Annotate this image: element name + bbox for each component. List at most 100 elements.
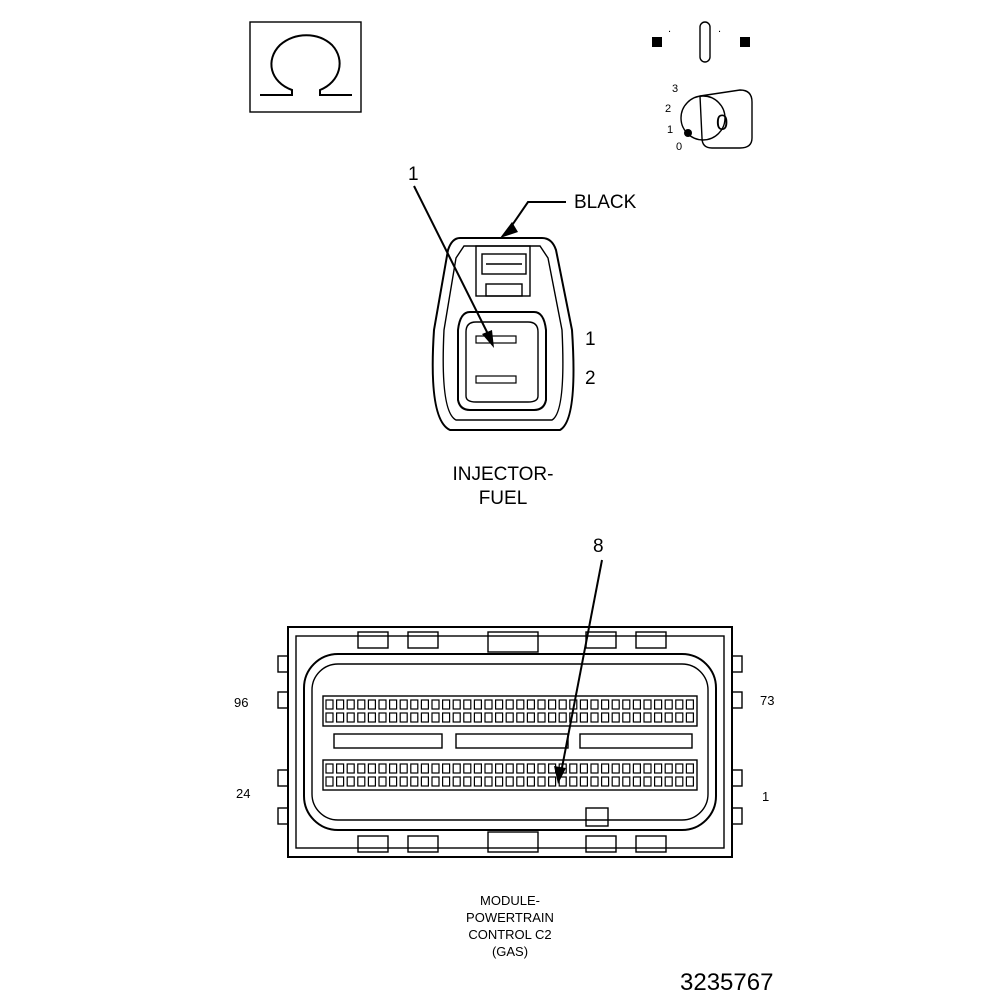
module-pin-cavity [336,763,345,774]
module-callout-number: 8 [593,536,604,557]
key-position-3: 3 [672,83,678,95]
module-pin-cavity [632,776,642,787]
svg-text:.: . [718,23,721,35]
module-pin-cavity [675,699,684,710]
module-pin-cavity [357,712,366,723]
module-pin-cavity [399,712,408,723]
module-pin-cavity [442,776,451,787]
module-pin-cavity [685,763,695,774]
module-pin-cavity [463,699,472,710]
module-pin-cavity [463,776,472,787]
module-title-line2: POWERTRAIN [466,910,554,925]
injector-pin-2 [475,375,517,384]
module-pin-cavity [643,699,652,710]
module-pin-cavity [452,763,461,774]
injector-callout-number: 1 [408,164,419,185]
module-pin-cavity [399,699,408,710]
module-pin-cavity [600,763,610,774]
module-pin-cavity [537,776,546,787]
module-pin-cavity [685,776,695,787]
module-pin-cavity [526,763,536,774]
module-pin-cavity [505,712,514,723]
module-pin-cavity [622,763,631,774]
module-pin-cavity [336,699,345,710]
module-pin-cavity [346,763,355,774]
figure-number: 3235767 [680,969,773,996]
module-pin-cavity [632,712,642,723]
module-pin-cavity [579,712,589,723]
module-pin-cavity [484,712,493,723]
module-pin-cavity [653,699,663,710]
module-pin-cavity [442,699,451,710]
module-pin-cavity [664,712,673,723]
module-title-line1: MODULE- [480,893,540,908]
module-pin-cavity [569,763,578,774]
module-pin-cavity [431,712,440,723]
module-pin-cavity [526,776,536,787]
svg-text:.: . [668,23,671,35]
module-pin-cavity [537,763,546,774]
module-pin-cavity [420,712,429,723]
module-pin-cavity [685,699,695,710]
module-pin-cavity [653,763,663,774]
module-pin-cavity [367,763,376,774]
module-title-line3: CONTROL C2 [468,927,551,942]
module-pin-cavity [643,712,652,723]
module-pin-label-bottom-right: 1 [762,789,769,804]
module-pin-cavity [558,712,567,723]
module-pin-cavity [579,776,589,787]
module-pin-cavity [611,763,620,774]
injector-pin-label-1: 1 [585,329,596,350]
module-pin-cavity [526,712,536,723]
module-pin-cavity [431,776,440,787]
injector-pin-label-2: 2 [585,368,596,389]
module-pin-cavity [505,776,514,787]
module-pin-label-top-right: 73 [760,693,774,708]
module-pin-cavity [367,712,376,723]
ignition-key-icon: . . 3 2 1 0 0 [652,21,753,153]
module-pin-cavity [505,763,514,774]
module-pin-label-top-left: 96 [234,695,248,710]
module-pin-cavity [611,712,620,723]
key-label: 0 [716,110,728,135]
module-pin-cavity [346,699,355,710]
module-pin-cavity [325,712,334,723]
module-pin-cavity [410,712,419,723]
module-pin-cavity [452,699,461,710]
module-pin-cavity [600,776,610,787]
key-position-2: 2 [665,103,671,115]
injector-color-label: BLACK [574,192,637,213]
module-pin-cavity [389,776,398,787]
module-pin-cavity [505,699,514,710]
module-pin-cavity [484,776,493,787]
module-pin-cavity [325,699,334,710]
module-pin-cavity [516,699,525,710]
module-pin-cavity [495,699,504,710]
module-pin-cavity [399,776,408,787]
module-pin-cavity [346,776,355,787]
module-pin-cavity [622,712,631,723]
module-pin-cavity [389,699,398,710]
module-pin-cavity [463,712,472,723]
module-pin-cavity [600,699,610,710]
module-pin-cavity [516,776,525,787]
module-pin-cavity [664,763,673,774]
ignition-key-slot-icon [699,21,711,63]
module-pin-cavity [653,776,663,787]
module-pin-cavity [632,699,642,710]
module-pin-cavity [632,763,642,774]
module-pin-cavity [611,699,620,710]
module-pin-cavity [336,712,345,723]
module-pin-cavity [664,699,673,710]
module-pin-cavity [389,712,398,723]
injector-title-line1: INJECTOR- [453,464,554,485]
module-pin-cavity [526,699,536,710]
module-pin-cavity [569,776,578,787]
module-pin-cavity [410,776,419,787]
module-pin-cavity [516,763,525,774]
module-pin-cavity [495,712,504,723]
module-pin-cavity [547,776,557,787]
module-pin-cavity [410,699,419,710]
module-pin-cavity [643,763,652,774]
